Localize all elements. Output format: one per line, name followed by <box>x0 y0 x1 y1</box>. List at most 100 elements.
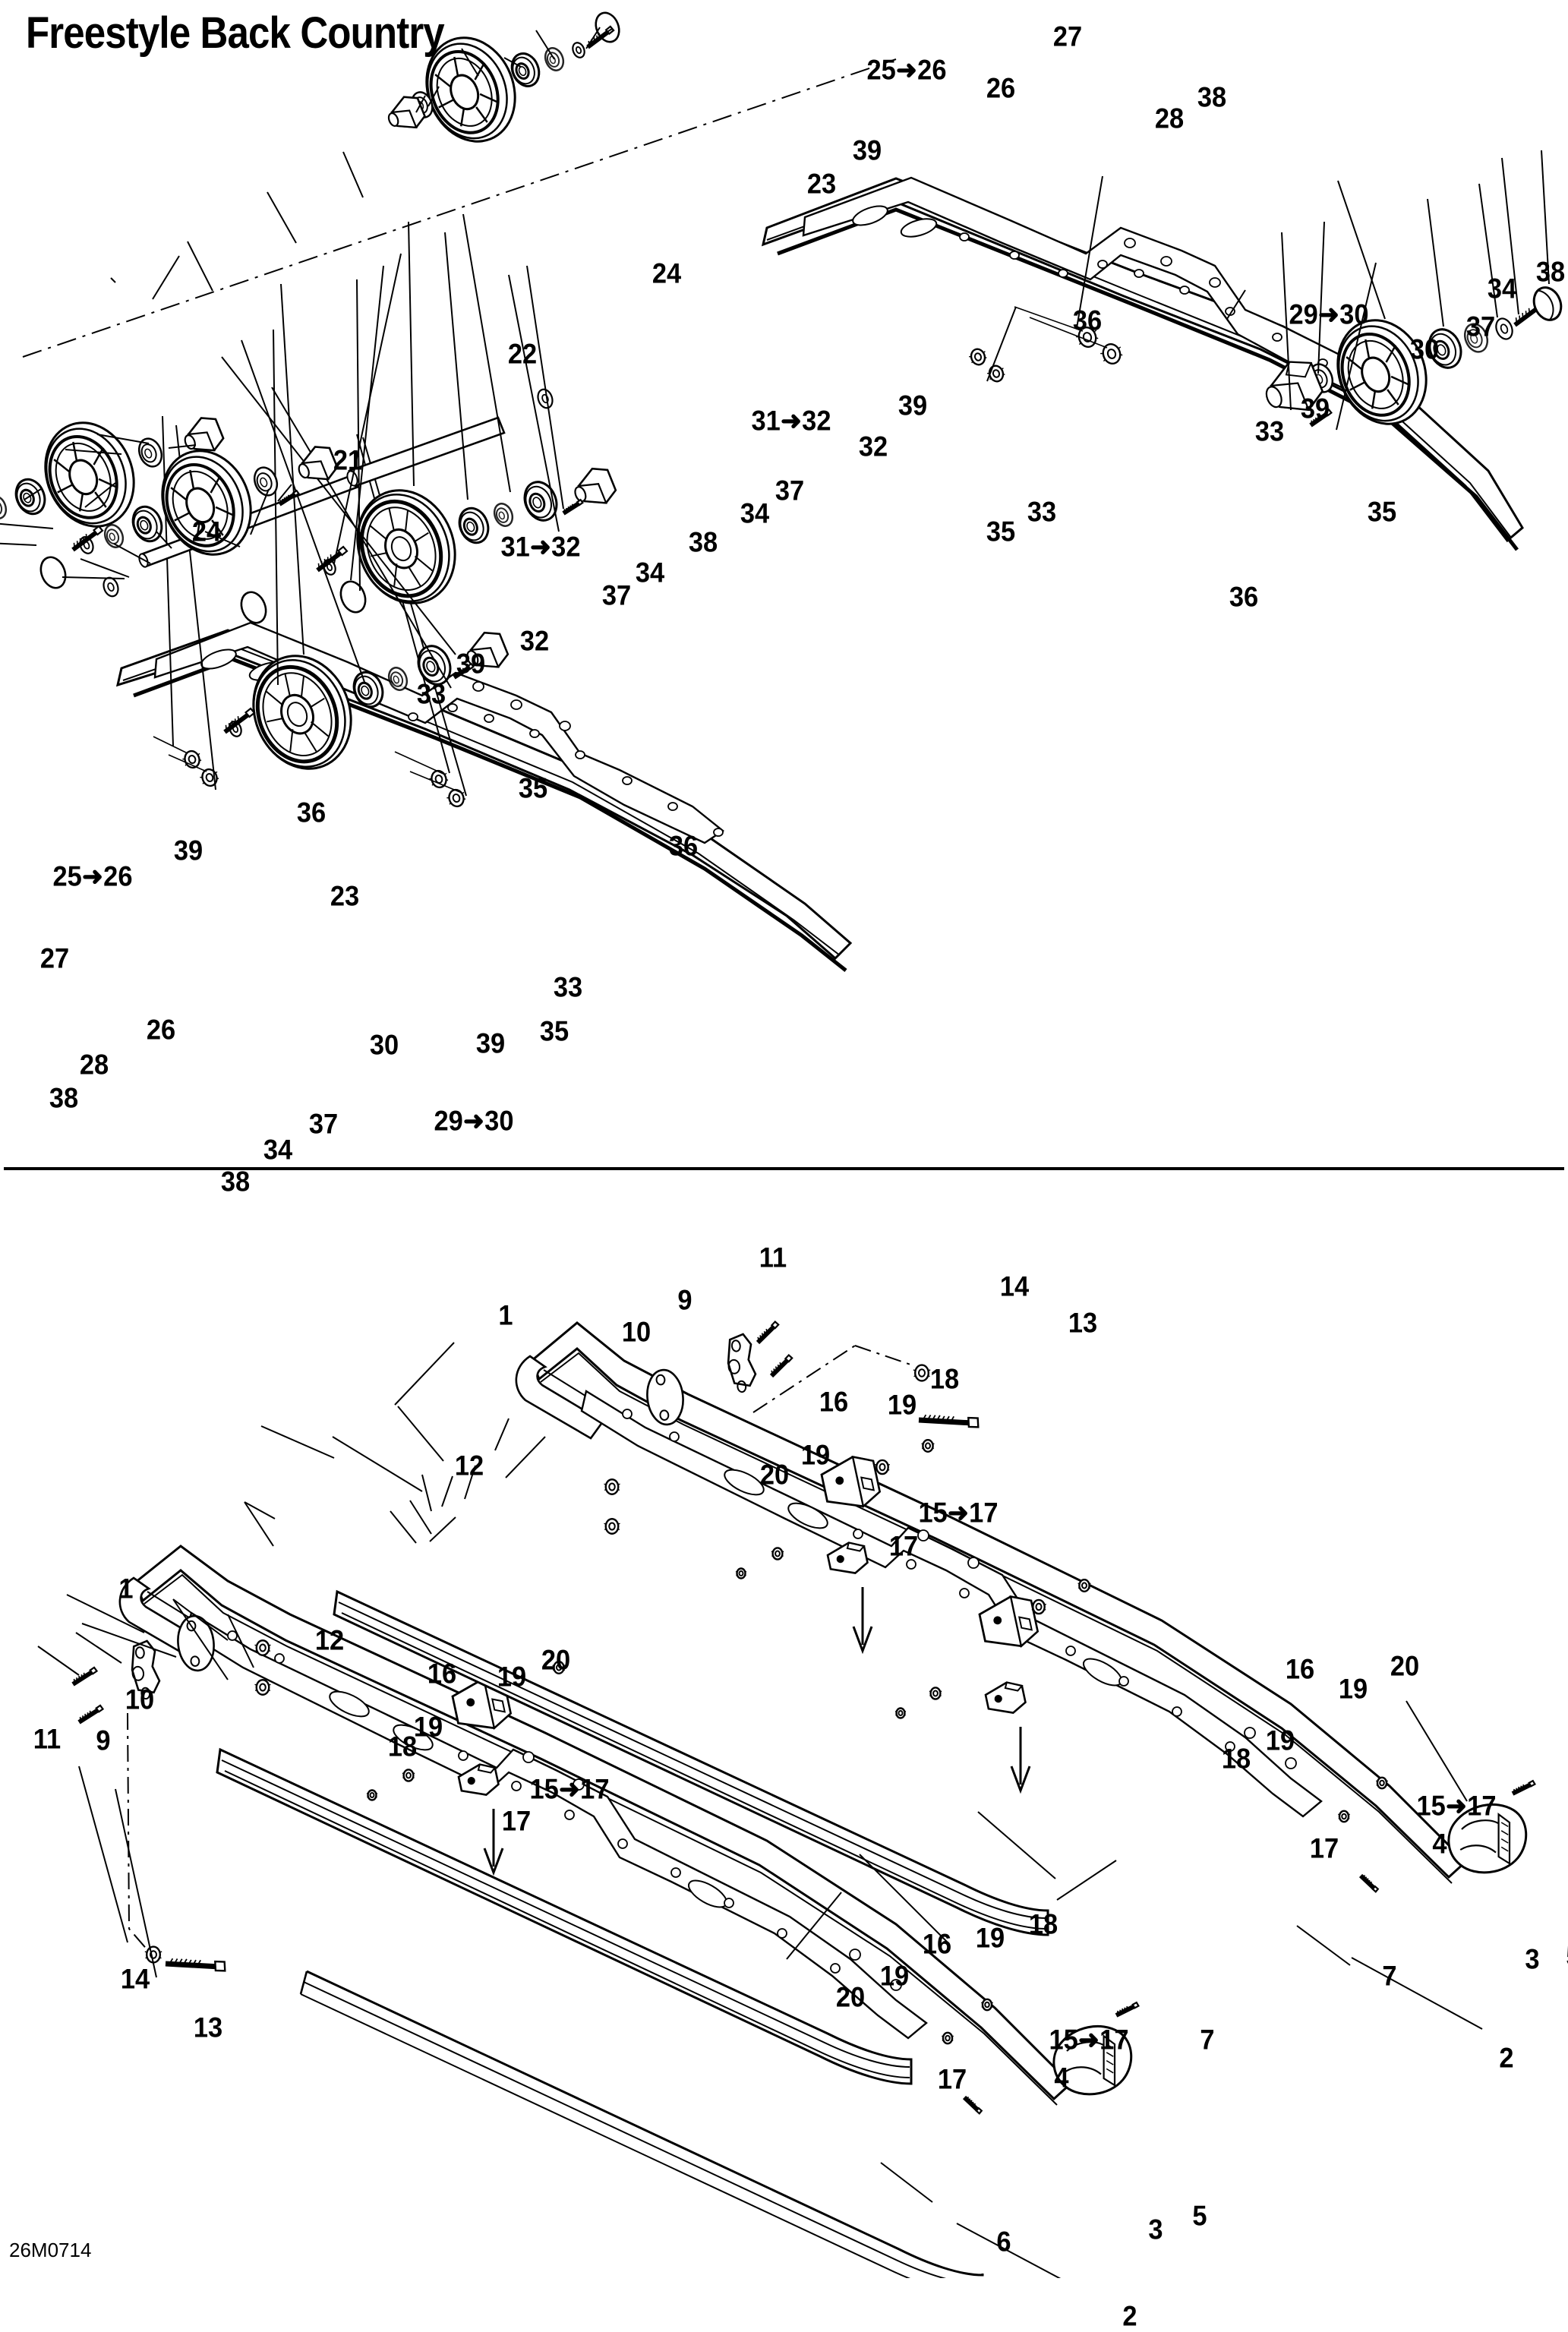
callout-30: 30 <box>369 1029 399 1061</box>
callout-23: 23 <box>806 168 837 200</box>
diagram-code: 26M0714 <box>9 2239 92 2261</box>
callout-16: 16 <box>427 1658 457 1690</box>
callout-20: 20 <box>759 1459 790 1491</box>
callout-35: 35 <box>518 772 548 804</box>
callout-39: 39 <box>173 835 203 866</box>
callout-38: 38 <box>1535 256 1566 288</box>
callout-3: 3 <box>1148 2214 1163 2245</box>
page-title: Freestyle Back Country <box>26 8 445 58</box>
callout-36: 36 <box>296 797 327 828</box>
callout-17: 17 <box>501 1805 532 1837</box>
callout-24: 24 <box>651 257 682 289</box>
callout-27: 27 <box>39 942 70 974</box>
callout-29-30: 29➜30 <box>434 1105 514 1137</box>
technical-drawing <box>0 8 1567 2278</box>
callout-4: 4 <box>1054 2062 1069 2094</box>
callout-12: 12 <box>454 1450 484 1482</box>
callout-18: 18 <box>929 1363 960 1395</box>
callout-2: 2 <box>1499 2042 1514 2074</box>
callout-34: 34 <box>263 1134 293 1166</box>
callout-38: 38 <box>49 1082 79 1114</box>
callout-33: 33 <box>416 678 446 710</box>
callout-37: 37 <box>308 1108 339 1140</box>
callout-37: 37 <box>601 579 632 611</box>
callout-28: 28 <box>1154 103 1185 134</box>
callout-1: 1 <box>118 1573 134 1605</box>
callout-36: 36 <box>1072 305 1103 336</box>
callout-19: 19 <box>1265 1725 1295 1756</box>
callout-38: 38 <box>688 526 718 558</box>
callout-19: 19 <box>879 1960 910 1992</box>
callout-19: 19 <box>800 1439 831 1471</box>
callout-35: 35 <box>539 1015 569 1047</box>
callout-19: 19 <box>975 1922 1005 1954</box>
callout-32: 32 <box>858 431 888 462</box>
callout-16: 16 <box>1285 1653 1315 1685</box>
callout-19: 19 <box>413 1711 443 1743</box>
callout-19: 19 <box>497 1661 527 1693</box>
callout-12: 12 <box>314 1624 345 1656</box>
callout-13: 13 <box>193 2012 223 2043</box>
callout-17: 17 <box>937 2063 967 2095</box>
callout-34: 34 <box>1487 273 1517 305</box>
callout-20: 20 <box>835 1981 866 2013</box>
callout-11: 11 <box>759 1242 787 1273</box>
callout-17: 17 <box>1309 1832 1339 1864</box>
callout-5: 5 <box>1192 2200 1207 2232</box>
callout-39: 39 <box>852 134 882 166</box>
callout-23: 23 <box>330 880 360 912</box>
callout-5: 5 <box>1566 1942 1568 1971</box>
callout-15-17: 15➜17 <box>529 1773 610 1805</box>
callout-33: 33 <box>553 971 583 1003</box>
callout-32: 32 <box>519 625 550 657</box>
callout-6: 6 <box>996 2226 1011 2258</box>
callout-30: 30 <box>1409 333 1440 365</box>
callout-28: 28 <box>79 1049 109 1081</box>
callout-14: 14 <box>999 1270 1030 1302</box>
callout-10: 10 <box>621 1316 651 1348</box>
callout-22: 22 <box>507 338 538 370</box>
callout-16: 16 <box>922 1928 952 1960</box>
callout-9: 9 <box>677 1284 693 1316</box>
callout-34: 34 <box>740 497 770 529</box>
callout-25-26: 25➜26 <box>52 860 133 892</box>
callout-33: 33 <box>1027 496 1057 528</box>
callout-17: 17 <box>888 1530 919 1562</box>
callout-19: 19 <box>1338 1673 1368 1705</box>
callout-39: 39 <box>1300 393 1330 424</box>
callout-25-26: 25➜26 <box>866 54 947 86</box>
callout-37: 37 <box>775 475 805 506</box>
callout-39: 39 <box>898 390 928 421</box>
callout-15-17: 15➜17 <box>1416 1790 1497 1822</box>
callout-36: 36 <box>1229 581 1259 613</box>
callout-38: 38 <box>220 1166 251 1198</box>
callout-21: 21 <box>333 444 363 476</box>
callout-19: 19 <box>887 1389 917 1421</box>
callout-1: 1 <box>498 1299 513 1331</box>
callout-31-32: 31➜32 <box>500 531 581 563</box>
callout-35: 35 <box>1367 496 1397 528</box>
callout-24: 24 <box>191 516 222 547</box>
callout-4: 4 <box>1432 1828 1447 1860</box>
callout-35: 35 <box>986 516 1016 547</box>
callout-3: 3 <box>1525 1943 1540 1975</box>
callout-31-32: 31➜32 <box>751 405 831 437</box>
callout-37: 37 <box>1465 311 1496 342</box>
callout-27: 27 <box>1052 21 1083 52</box>
callout-16: 16 <box>819 1386 849 1418</box>
callout-39: 39 <box>456 648 486 680</box>
callout-7: 7 <box>1200 2024 1215 2056</box>
callout-15-17: 15➜17 <box>918 1497 999 1529</box>
callout-34: 34 <box>635 557 665 589</box>
callout-18: 18 <box>387 1731 418 1762</box>
callout-2: 2 <box>1122 2300 1137 2332</box>
callout-11: 11 <box>33 1723 62 1755</box>
callout-9: 9 <box>96 1725 111 1756</box>
callout-14: 14 <box>120 1963 150 1995</box>
callout-20: 20 <box>541 1644 571 1676</box>
callout-18: 18 <box>1028 1908 1058 1940</box>
panel-divider <box>4 1167 1564 1170</box>
callout-20: 20 <box>1390 1650 1420 1682</box>
callout-13: 13 <box>1068 1307 1098 1339</box>
callout-26: 26 <box>986 72 1016 104</box>
